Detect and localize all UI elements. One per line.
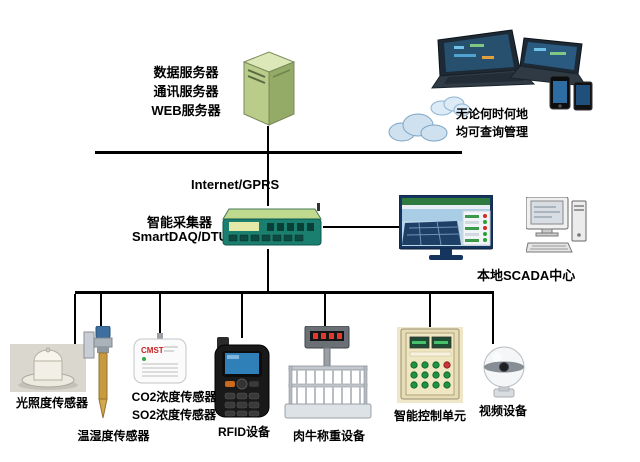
video-device-label: 视频设备 [478, 404, 527, 418]
server-label-web: WEB服务器 [151, 103, 221, 118]
server-icon [243, 50, 295, 126]
scada-workstation-icon [526, 197, 588, 257]
top-bus-line [95, 151, 462, 154]
scada-monitor-icon [399, 195, 493, 263]
drop-line-temp-sensor [100, 294, 102, 327]
so2-sensor-label: SO2浓度传感器 [131, 408, 216, 422]
temp-humidity-sensor-icon [82, 326, 120, 422]
cattle-scale-label: 肉牛称重设备 [292, 429, 365, 443]
remote-devices-icon [424, 26, 596, 112]
server-to-bus-line [267, 126, 269, 151]
daq-to-scada-line [323, 226, 399, 228]
server-label-comm: 通讯服务器 [153, 84, 219, 99]
co2-sensor-label: CO2浓度传感器 [131, 390, 217, 404]
drop-line-rfid [241, 294, 243, 338]
gas-sensor-brand: CMST [141, 346, 164, 355]
light-sensor-label: 光照度传感器 [15, 396, 88, 410]
rfid-device-label: RFID设备 [218, 425, 270, 439]
scada-center-label: 本地SCADA中心 [477, 268, 576, 283]
gas-sensor-icon: CMST [132, 333, 188, 385]
control-unit-icon [397, 327, 463, 403]
drop-line-control-unit [429, 294, 431, 328]
remote-access-line-1: 无论何时何地 [456, 107, 529, 121]
server-label-data: 数据服务器 [153, 65, 219, 80]
video-device-icon [478, 343, 530, 399]
internet-gprs-label: Internet/GPRS [191, 177, 280, 192]
remote-access-line-2: 均可查询管理 [456, 125, 529, 139]
cattle-scale-icon [283, 326, 373, 423]
drop-line-gas-sensor [159, 294, 161, 334]
bus-to-daq-line [267, 154, 269, 206]
temp-humidity-sensor-label: 温湿度传感器 [77, 429, 150, 443]
control-unit-label: 智能控制单元 [393, 409, 466, 423]
sensor-bus-line [75, 291, 494, 294]
rfid-device-icon [213, 337, 271, 419]
daq-to-sensor-bus-line [267, 249, 269, 292]
daq-label-2: SmartDAQ/DTU [132, 229, 229, 244]
drop-line-scale [324, 294, 326, 327]
daq-device-icon [221, 203, 323, 251]
daq-label-1: 智能采集器 [146, 215, 212, 230]
cloud-icon [380, 90, 472, 148]
drop-line-camera [492, 294, 494, 344]
light-sensor-icon [10, 344, 86, 392]
drop-line-light-sensor [74, 294, 76, 344]
